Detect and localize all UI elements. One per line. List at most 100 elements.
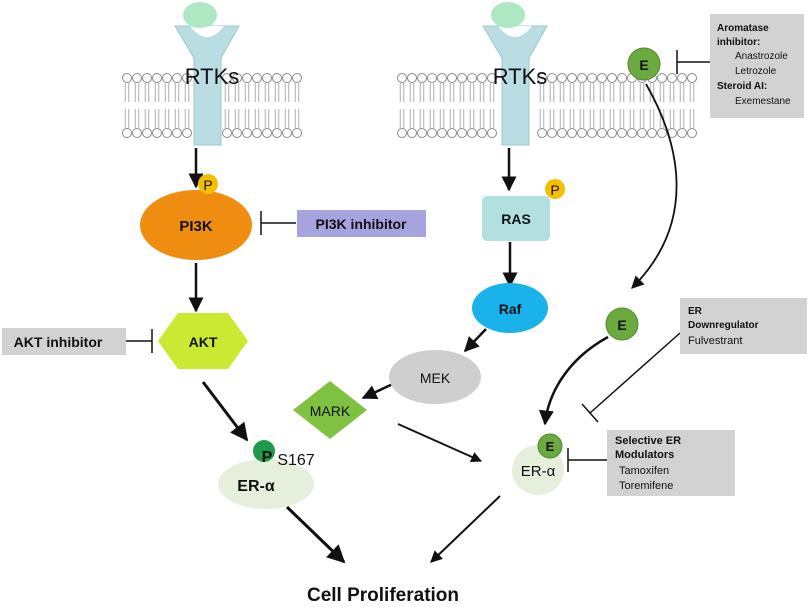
svg-text:Letrozole: Letrozole	[735, 66, 777, 77]
lipid-head	[142, 128, 152, 138]
lipid-head	[547, 73, 557, 83]
lipid-head	[617, 73, 627, 83]
lipid-head	[677, 128, 687, 138]
lipid-head	[132, 128, 142, 138]
lipid-head	[447, 128, 457, 138]
lipid-head	[487, 73, 497, 83]
lipid-head	[232, 128, 242, 138]
lipid-head	[292, 128, 302, 138]
svg-text:E: E	[639, 57, 648, 73]
phospho-er-left: P S167	[253, 440, 315, 469]
lipid-head	[587, 128, 597, 138]
phospho-ras: P	[545, 179, 565, 199]
lipid-head	[637, 128, 647, 138]
phospho-pi3k: P	[198, 174, 218, 194]
lipid-head	[262, 128, 272, 138]
cell-membrane-left	[122, 73, 302, 138]
lipid-head	[557, 73, 567, 83]
svg-text:ER-α: ER-α	[521, 463, 556, 480]
svg-text:Downregulator: Downregulator	[688, 320, 759, 331]
svg-text:E: E	[617, 317, 626, 333]
lipid-head	[577, 73, 587, 83]
lipid-head	[272, 128, 282, 138]
rtk-label-right: RTKs	[493, 64, 548, 89]
lipid-head	[547, 128, 557, 138]
estrogen-top: E	[627, 47, 661, 81]
lipid-head	[567, 73, 577, 83]
lipid-head	[417, 73, 427, 83]
lipid-head	[627, 128, 637, 138]
svg-text:PI3K: PI3K	[179, 218, 213, 235]
svg-text:S167: S167	[277, 452, 314, 469]
arrow-raf-mek	[463, 328, 487, 353]
svg-text:RAS: RAS	[501, 211, 531, 227]
lipid-head	[597, 73, 607, 83]
lipid-head	[122, 128, 132, 138]
lipid-head	[467, 128, 477, 138]
cell-proliferation-label: Cell Proliferation	[307, 585, 459, 606]
svg-text:ER-α: ER-α	[237, 478, 275, 495]
arrow-e-to-er	[538, 335, 609, 426]
akt-node: AKT	[158, 313, 248, 369]
inhibit-akt	[126, 329, 153, 353]
svg-text:E: E	[546, 439, 555, 454]
lipid-head	[457, 73, 467, 83]
lipid-head	[447, 73, 457, 83]
lipid-head	[222, 128, 232, 138]
svg-text:Tamoxifen: Tamoxifen	[619, 465, 669, 477]
lipid-head	[477, 128, 487, 138]
arrow-er-right-proliferation	[430, 495, 501, 563]
raf-node: Raf	[472, 283, 548, 333]
lipid-head	[397, 128, 407, 138]
lipid-head	[162, 128, 172, 138]
lipid-head	[427, 73, 437, 83]
ras-node: RAS	[482, 196, 550, 241]
svg-text:P: P	[262, 449, 273, 466]
lipid-head	[242, 73, 252, 83]
svg-text:P: P	[550, 182, 559, 198]
lipid-head	[537, 73, 547, 83]
pi3k-inhibitor-box: PI3K inhibitor	[297, 210, 426, 237]
lipid-head	[122, 73, 132, 83]
svg-text:AKT inhibitor: AKT inhibitor	[14, 334, 103, 350]
svg-text:Steroid AI:: Steroid AI:	[717, 81, 767, 92]
mapk-node: MARK	[293, 381, 367, 439]
rtk-receptor-right: RTKs	[482, 2, 548, 146]
lipid-head	[162, 73, 172, 83]
lipid-head	[667, 73, 677, 83]
lipid-head	[222, 73, 232, 83]
svg-text:Aromatase: Aromatase	[717, 23, 769, 34]
lipid-head	[687, 73, 697, 83]
lipid-head	[647, 128, 657, 138]
svg-text:Raf: Raf	[499, 301, 522, 317]
lipid-head	[152, 128, 162, 138]
lipid-head	[272, 73, 282, 83]
lipid-head	[417, 128, 427, 138]
lipid-head	[437, 128, 447, 138]
lipid-head	[587, 73, 597, 83]
lipid-head	[232, 73, 242, 83]
aromatase-inhibitor-box: Aromatase inhibitor: Anastrozole Letrozo…	[710, 14, 804, 118]
lipid-head	[252, 73, 262, 83]
svg-text:Modulators: Modulators	[615, 449, 674, 461]
lipid-head	[182, 73, 192, 83]
rtk-receptor-left: RTKs	[174, 2, 240, 146]
lipid-head	[152, 73, 162, 83]
lipid-head	[407, 128, 417, 138]
er-downregulator-box: ER Downregulator Fulvestrant	[680, 298, 807, 354]
lipid-head	[557, 128, 567, 138]
lipid-head	[467, 73, 477, 83]
cell-membrane-right	[397, 73, 697, 138]
lipid-head	[262, 73, 272, 83]
ligand-left	[183, 2, 217, 28]
lipid-head	[537, 128, 547, 138]
lipid-head	[282, 73, 292, 83]
lipid-head	[252, 128, 262, 138]
lipid-head	[597, 128, 607, 138]
lipid-head	[172, 73, 182, 83]
lipid-head	[567, 128, 577, 138]
lipid-head	[407, 73, 417, 83]
lipid-head	[292, 73, 302, 83]
akt-inhibitor-box: AKT inhibitor	[2, 328, 126, 355]
svg-text:Toremifene: Toremifene	[619, 480, 673, 492]
